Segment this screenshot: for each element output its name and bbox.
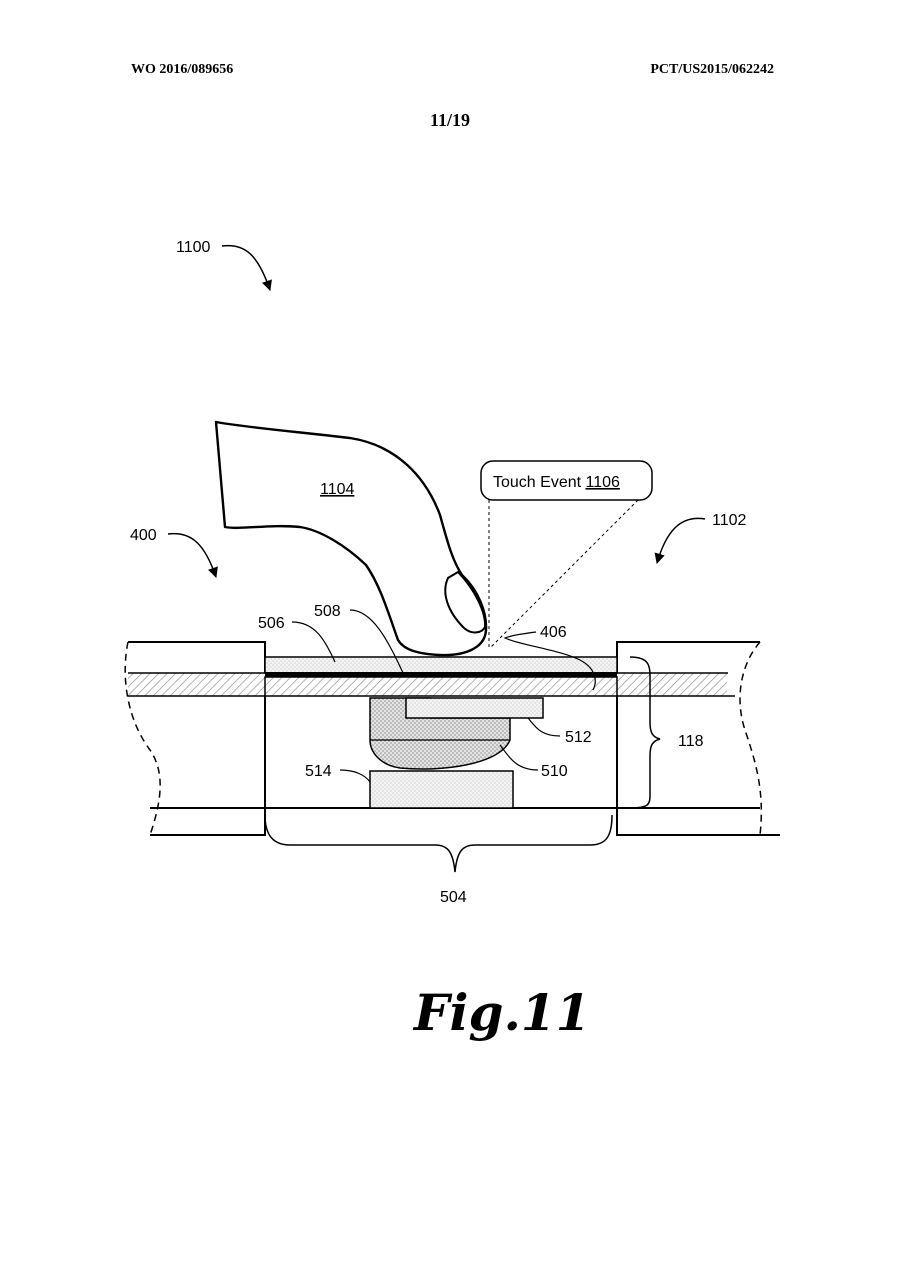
figure-caption: Fig.11: [412, 983, 590, 1042]
reference-508: 508: [314, 603, 404, 674]
label-1104: 1104: [320, 481, 355, 498]
finger-1104: 1104: [214, 420, 488, 657]
label-508: 508: [314, 603, 341, 620]
label-1106: 1106: [586, 474, 621, 491]
publication-number: WO 2016/089656: [131, 62, 234, 77]
reference-510: 510: [499, 744, 568, 780]
reference-118: 118: [629, 656, 704, 809]
reference-400: 400: [130, 527, 218, 578]
layer-508: [265, 672, 617, 677]
touch-event-callout: Touch Event 1106: [480, 460, 653, 649]
label-406: 406: [540, 624, 567, 641]
touch-event-label: Touch Event 1106: [493, 474, 620, 491]
label-504: 504: [440, 889, 467, 906]
reference-506: 506: [258, 615, 336, 663]
component-514: [369, 770, 514, 809]
label-512: 512: [565, 729, 592, 746]
reference-514: 514: [305, 763, 371, 783]
label-514: 514: [305, 763, 332, 780]
reference-512: 512: [527, 717, 592, 746]
label-506: 506: [258, 615, 285, 632]
module-504: [264, 656, 618, 809]
reference-406: 406: [503, 624, 596, 691]
label-1100: 1100: [176, 239, 211, 256]
housing-left: [124, 641, 266, 836]
reference-504-brace: 504: [264, 814, 613, 906]
application-number: PCT/US2015/062242: [650, 62, 774, 77]
housing-right: [616, 641, 780, 836]
sheet-number: 11/19: [429, 110, 470, 130]
label-510: 510: [541, 763, 568, 780]
label-400: 400: [130, 527, 157, 544]
reference-1102: 1102: [654, 512, 747, 565]
label-118: 118: [678, 733, 704, 750]
component-512: [405, 697, 544, 719]
layer-506: [264, 656, 618, 674]
reference-1100: 1100: [176, 239, 272, 291]
label-1102: 1102: [712, 512, 747, 529]
